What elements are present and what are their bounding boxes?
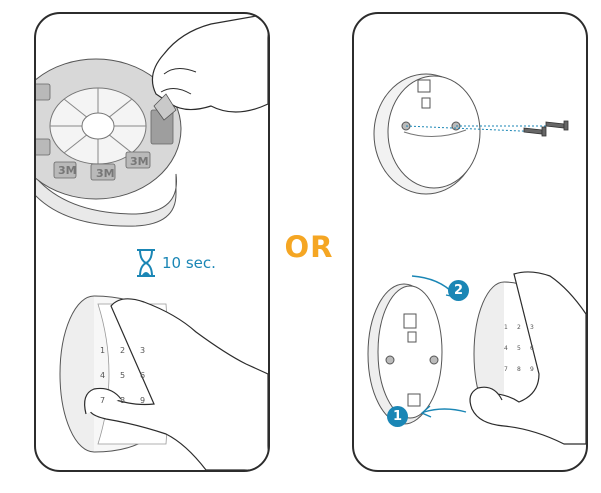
step-1-badge: 1 [387, 406, 408, 427]
hourglass-icon [137, 249, 155, 277]
key-8: 8 [120, 396, 126, 405]
cover-key-4: 4 [504, 345, 508, 352]
cover-key-8: 8 [517, 366, 521, 373]
keypad-digits: 1 2 3 4 5 6 7 8 9 [100, 346, 160, 405]
cover-key-6: 6 [530, 345, 534, 352]
key-7: 7 [100, 396, 106, 405]
adhesive-mount-panel: 3M 3M 3M 1 2 3 4 5 6 7 8 9 [34, 12, 270, 472]
timer-label: 10 sec. [162, 254, 216, 272]
step-2-badge: 2 [448, 280, 469, 301]
key-2: 2 [120, 346, 126, 355]
screw-icons [523, 120, 569, 137]
adhesive-mount-illustration: 3M 3M 3M [36, 14, 268, 470]
key-5: 5 [120, 371, 126, 380]
cover-key-3: 3 [530, 324, 534, 331]
key-9: 9 [140, 396, 146, 405]
screw-mount-panel: 1 2 3 4 5 6 7 8 9 2 1 [352, 12, 588, 472]
cover-key-2: 2 [517, 324, 521, 331]
cover-key-5: 5 [517, 345, 521, 352]
timer-indicator: 10 sec. [134, 248, 216, 278]
key-4: 4 [100, 371, 106, 380]
key-3: 3 [140, 346, 146, 355]
cover-key-9: 9 [530, 366, 534, 373]
cover-key-1: 1 [504, 324, 508, 331]
screw-mount-illustration [367, 73, 586, 445]
or-divider: OR [284, 230, 334, 264]
svg-text:3M: 3M [58, 164, 77, 177]
svg-text:3M: 3M [96, 167, 115, 180]
key-1: 1 [100, 346, 106, 355]
key-6: 6 [140, 371, 146, 380]
cover-key-7: 7 [504, 366, 508, 373]
svg-text:3M: 3M [130, 155, 149, 168]
cover-keypad-digits: 1 2 3 4 5 6 7 8 9 [504, 324, 548, 373]
